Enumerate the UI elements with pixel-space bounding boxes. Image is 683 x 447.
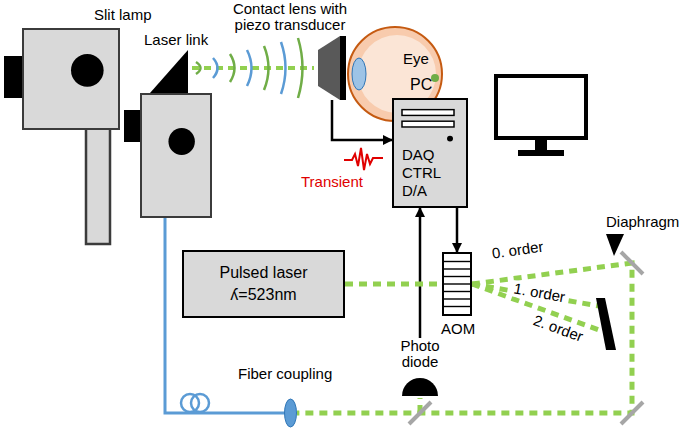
beam-splitter xyxy=(409,402,431,424)
slit-lamp: Slit lamp xyxy=(22,28,120,130)
signal-label: Transient xyxy=(299,174,365,190)
contact-lens: Contact lens with piezo transducer xyxy=(318,36,346,100)
signal-arrow xyxy=(419,208,422,338)
monitor-base xyxy=(518,150,564,156)
fiber-coil xyxy=(191,394,209,412)
order-label: 2. order xyxy=(529,311,587,345)
part-label: Diaphragm xyxy=(604,214,681,230)
wave-front xyxy=(213,58,218,78)
monitor xyxy=(496,76,586,138)
node-text: CTRL xyxy=(402,164,466,182)
transient-wave xyxy=(344,148,383,170)
mirror xyxy=(621,252,643,274)
laser-wave xyxy=(192,66,314,70)
pc-box: PCDAQCTRLD/A xyxy=(392,98,468,208)
node-title: Fiber coupling xyxy=(238,365,251,383)
eyepiece xyxy=(4,56,24,98)
node-title: Slit lamp xyxy=(94,6,188,24)
fiber-coupling-shape xyxy=(284,399,297,427)
lamp-stand xyxy=(86,128,110,244)
laser-beam xyxy=(345,282,442,287)
aom-shape xyxy=(444,254,470,314)
wave-front xyxy=(247,50,252,86)
node-text: DAQ xyxy=(402,146,466,164)
node-title: AOM xyxy=(441,320,467,338)
slit-lamp-shape xyxy=(24,30,118,128)
laser-wave xyxy=(192,38,314,98)
wave-front xyxy=(230,54,235,82)
diaphragm-blade xyxy=(596,298,616,350)
aom: AOM xyxy=(442,252,472,316)
node-title: Laser link xyxy=(144,31,212,49)
node-title: PC xyxy=(410,76,474,94)
node-title: Contact lens with piezo transducer xyxy=(215,1,365,33)
laser-link-prism xyxy=(150,50,188,93)
control-arrow xyxy=(456,208,459,252)
node-title: Eye xyxy=(403,50,503,68)
node-text: ʎ=523nm xyxy=(230,284,296,306)
wave-front xyxy=(298,38,303,98)
node-text: D/A xyxy=(402,182,466,200)
node-title: Pulsed laser xyxy=(219,262,307,284)
wave-front xyxy=(264,46,269,90)
contact-lens-shape xyxy=(318,36,346,100)
laser-link-shape xyxy=(142,95,210,216)
wave-front xyxy=(196,62,201,74)
node-title: Photo diode xyxy=(395,338,445,370)
photo-diode: Photo diode xyxy=(395,338,445,398)
order-label: 1. order xyxy=(511,280,569,305)
mirror xyxy=(621,402,643,424)
fiber-coupling: Fiber coupling xyxy=(284,399,297,427)
laser-link: Laser link xyxy=(140,93,212,218)
order-label: 0. order xyxy=(489,238,546,262)
monitor-stand xyxy=(535,138,547,151)
wave-front xyxy=(281,42,286,94)
laser-box: Pulsed laserʎ=523nm xyxy=(182,250,345,318)
